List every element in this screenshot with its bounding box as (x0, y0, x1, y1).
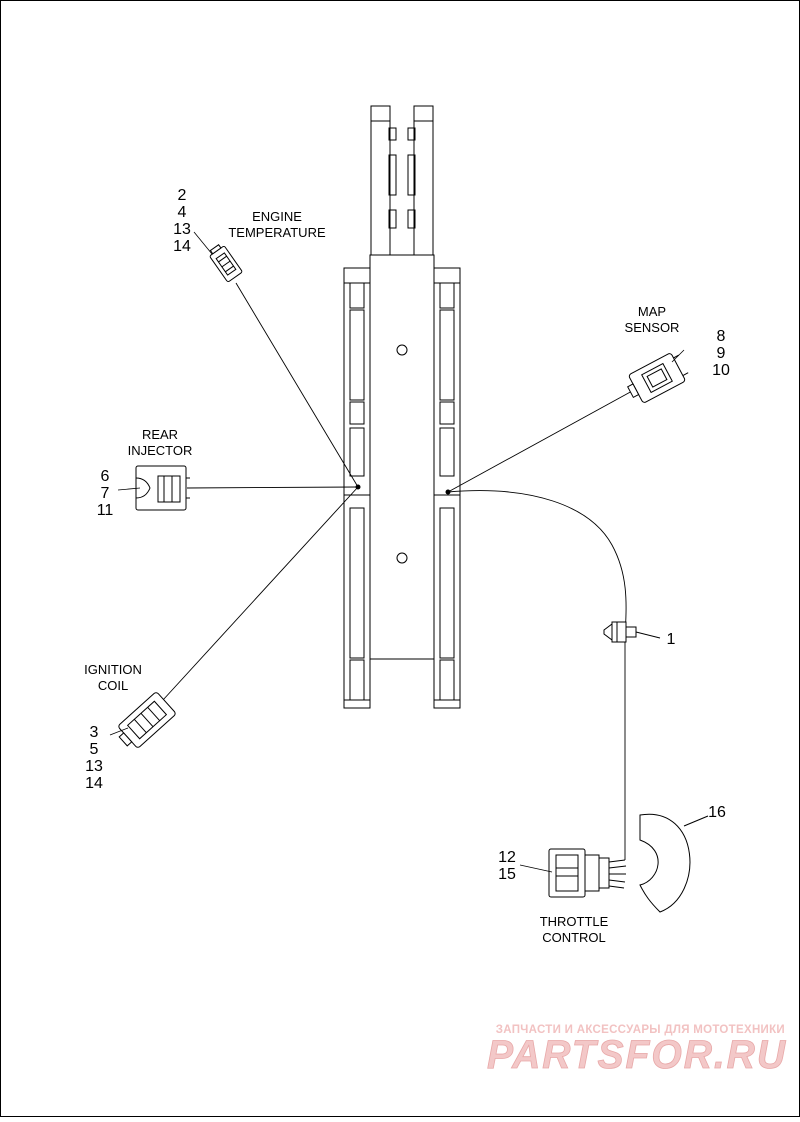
throttle-control-label-line2: CONTROL (542, 930, 606, 945)
frame-backbone (343, 105, 461, 709)
throttle-cover-icon (639, 813, 709, 913)
map-sensor-connector-icon (627, 353, 689, 403)
callout-map-2: 9 (717, 345, 726, 362)
throttle-control-connector-icon (548, 848, 627, 898)
callout-clip: 1 (667, 631, 676, 648)
callout-engine-temp-1: 2 (178, 187, 187, 204)
watermark-logo: PARTSFOR.RU (487, 1033, 787, 1077)
rear-injector-connector-icon (135, 465, 190, 511)
rear-injector-label-line1: REAR (142, 427, 178, 442)
callout-map-3: 10 (712, 362, 730, 379)
throttle-control-label-line1: THROTTLE (540, 914, 609, 929)
junction-right-dot (445, 489, 451, 495)
callout-injector-1: 6 (101, 468, 110, 485)
ignition-coil-connector-icon (118, 692, 176, 748)
callout-cover: 16 (708, 804, 726, 821)
wire-throttle-control (447, 490, 627, 860)
callout-coil-3: 13 (85, 758, 103, 775)
watermark-tagline: ЗАПЧАСТИ И АКСЕССУАРЫ ДЛЯ МОТОТЕХНИКИ (496, 1024, 785, 1036)
callout-throttle-2: 15 (498, 866, 516, 883)
callout-engine-temp-4: 14 (173, 238, 191, 255)
callout-coil-1: 3 (90, 724, 99, 741)
engine-temperature-label-line1: ENGINE (252, 209, 302, 224)
callout-engine-temp-3: 13 (173, 221, 191, 238)
map-sensor-label-line1: MAP (638, 304, 666, 319)
ignition-coil-label-line1: IGNITION (84, 662, 142, 677)
junction-left-dot (355, 484, 361, 490)
callout-coil-4: 14 (85, 775, 103, 792)
leader-lines (109, 231, 685, 873)
callout-injector-2: 7 (101, 485, 110, 502)
wire-rear-injector (186, 486, 359, 489)
harness-clip-icon (603, 621, 661, 643)
wire-harness (162, 282, 635, 860)
wire-ignition-coil (162, 486, 359, 701)
wire-map-sensor (447, 389, 635, 493)
rear-injector-label-line2: INJECTOR (128, 443, 193, 458)
callout-coil-2: 5 (90, 741, 99, 758)
callout-throttle-1: 12 (498, 849, 516, 866)
engine-temperature-connector-icon (209, 244, 243, 282)
ignition-coil-label-line2: COIL (98, 678, 128, 693)
callout-injector-3: 11 (97, 502, 114, 519)
map-sensor-label-line2: SENSOR (625, 320, 680, 335)
callout-engine-temp-2: 4 (178, 204, 187, 221)
engine-temperature-label-line2: TEMPERATURE (228, 225, 326, 240)
callout-map-1: 8 (717, 328, 726, 345)
wire-engine-temperature (235, 282, 359, 488)
